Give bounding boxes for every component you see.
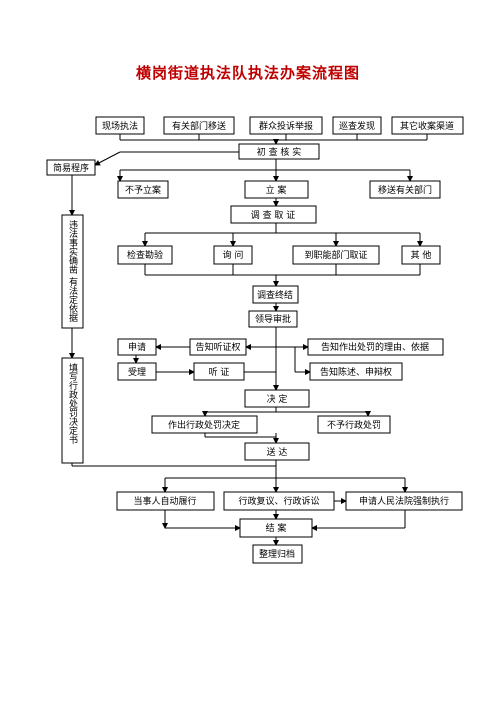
svg-text:申请人民法院强制执行: 申请人民法院强制执行 [359, 495, 449, 507]
accept-box: 受理 [117, 362, 157, 381]
svg-text:检查勘验: 检查勘验 [127, 249, 163, 261]
svg-text:到职能部门取证: 到职能部门取证 [304, 249, 367, 261]
svg-text:其 他: 其 他 [411, 249, 432, 261]
svg-text:巡查发现: 巡查发现 [339, 120, 375, 132]
svg-text:作出行政处罚决定: 作出行政处罚决定 [168, 419, 240, 431]
method-department-evidence: 到职能部门取证 [292, 245, 380, 265]
svg-text:当事人自动履行: 当事人自动履行 [133, 495, 196, 507]
connectors [69, 134, 428, 546]
fill-decision-box: 填写行政处罚决定书 [61, 357, 84, 464]
svg-text:告知作出处罚的理由、依据: 告知作出处罚的理由、依据 [321, 341, 429, 353]
svg-text:结 案: 结 案 [266, 522, 287, 534]
source-field-enforcement: 现场执法 [95, 116, 145, 135]
deliver-box: 送 达 [244, 442, 310, 461]
svg-text:其它收案渠道: 其它收案渠道 [400, 120, 454, 132]
method-other: 其 他 [401, 245, 441, 265]
evidence-note-box: 违法事实确凿 有法定依据 [61, 214, 84, 329]
svg-text:整理归档: 整理归档 [259, 548, 295, 560]
svg-text:填写行政处罚决定书: 填写行政处罚决定书 [67, 362, 78, 445]
conclusion-box: 调查终结 [252, 285, 299, 304]
decision-box: 决 定 [244, 389, 310, 408]
svg-text:告知陈述、申辩权: 告知陈述、申辩权 [320, 366, 392, 378]
investigate-box: 调 查 取 证 [230, 205, 317, 224]
svg-text:申请: 申请 [128, 341, 146, 353]
close-case-box: 结 案 [239, 518, 313, 538]
svg-text:听 证: 听 证 [209, 367, 230, 378]
source-other-channels: 其它收案渠道 [391, 116, 464, 135]
svg-text:送 达: 送 达 [267, 446, 288, 458]
svg-text:调 查 取 证: 调 查 取 证 [251, 209, 296, 221]
court-enforce-box: 申请人民法院强制执行 [345, 491, 463, 511]
svg-text:违法事实确凿 有法定依据: 违法事实确凿 有法定依据 [67, 220, 78, 323]
svg-text:不予行政处罚: 不予行政处罚 [327, 419, 381, 431]
svg-text:立 案: 立 案 [266, 184, 287, 196]
review-litigation-box: 行政复议、行政诉讼 [223, 491, 335, 511]
svg-text:群众投诉举报: 群众投诉举报 [259, 120, 313, 132]
svg-text:现场执法: 现场执法 [102, 120, 138, 132]
archive-box: 整理归档 [252, 544, 303, 564]
svg-text:不予立案: 不予立案 [125, 184, 161, 196]
source-patrol: 巡查发现 [332, 116, 382, 135]
simple-procedure-box: 简易程序 [46, 159, 96, 176]
no-case-box: 不予立案 [117, 180, 169, 199]
svg-text:调查终结: 调查终结 [257, 289, 293, 301]
no-penalty-box: 不予行政处罚 [317, 415, 391, 434]
transfer-box: 移送有关部门 [369, 180, 441, 199]
page-title: 横岗街道执法队执法办案流程图 [135, 64, 360, 82]
method-inquiry: 询 问 [213, 245, 253, 265]
svg-text:初 查 核 实: 初 查 核 实 [257, 146, 302, 158]
notify-defense-box: 告知陈述、申辩权 [309, 362, 403, 381]
svg-text:告知听证权: 告知听证权 [195, 341, 240, 353]
svg-text:领导审批: 领导审批 [255, 313, 291, 325]
svg-text:行政复议、行政诉讼: 行政复议、行政诉讼 [238, 495, 319, 507]
notify-reasons-box: 告知作出处罚的理由、依据 [307, 338, 444, 356]
make-penalty-box: 作出行政处罚决定 [151, 415, 258, 434]
method-inspection: 检查勘验 [117, 245, 173, 265]
source-department-transfer: 有关部门移送 [163, 116, 235, 135]
svg-text:有关部门移送: 有关部门移送 [172, 120, 226, 132]
svg-text:简易程序: 简易程序 [53, 162, 89, 174]
initial-check-box: 初 查 核 实 [238, 143, 320, 160]
source-public-complaint: 群众投诉举报 [249, 116, 323, 135]
svg-text:受理: 受理 [128, 366, 146, 378]
notify-hearing-box: 告知听证权 [189, 338, 247, 356]
apply-box: 申请 [117, 338, 157, 356]
self-perform-box: 当事人自动履行 [116, 491, 215, 511]
hearing-box: 听 证 [193, 362, 245, 381]
svg-text:决 定: 决 定 [267, 393, 288, 405]
leader-review-box: 领导审批 [248, 310, 298, 328]
file-case-box: 立 案 [244, 180, 309, 199]
svg-text:移送有关部门: 移送有关部门 [378, 184, 432, 196]
svg-text:询 问: 询 问 [223, 249, 244, 261]
